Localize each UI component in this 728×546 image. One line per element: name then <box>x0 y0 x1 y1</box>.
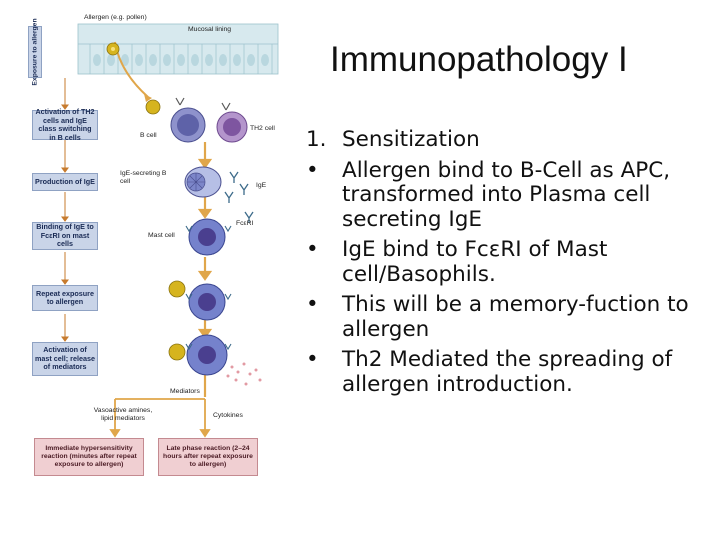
bcell-icon <box>170 107 206 143</box>
plasma-cell-icon <box>184 166 222 198</box>
bullet-marker: • <box>306 157 319 183</box>
label-allergen: Allergen (e.g. pollen) <box>84 14 147 21</box>
list-item-text: Sensitization <box>342 127 480 152</box>
label-fceri: FcεRI <box>236 220 254 227</box>
list-item-text: IgE bind to FcεRI of Mast cell/Basophils… <box>342 237 608 287</box>
label-mucosal: Mucosal lining <box>188 26 232 33</box>
label-ige: IgE <box>256 182 267 189</box>
outcome-immediate: Immediate hypersensitivity reaction (min… <box>34 438 144 476</box>
list-item: • This will be a memory-fuction to aller… <box>300 292 700 342</box>
mast-cell-repeat-icon <box>188 283 226 321</box>
step-binding-ige: Binding of IgE to FcεRI on mast cells <box>32 222 98 250</box>
diagram-graphics <box>61 23 279 438</box>
list-item-text: Th2 Mediated the spreading of allergen i… <box>342 347 673 397</box>
label-mediators: Mediators <box>170 388 200 395</box>
label-vasoactive: Vasoactive amines, lipid mediators <box>93 407 153 422</box>
step-activation-mast: Activation of mast cell; release of medi… <box>32 342 98 376</box>
allergen-repeat-icon <box>168 280 186 298</box>
list-item: • Th2 Mediated the spreading of allergen… <box>300 347 700 397</box>
label-cytokines: Cytokines <box>213 412 243 419</box>
list-item: • IgE bind to FcεRI of Mast cell/Basophi… <box>300 237 700 287</box>
list-item: 1. Sensitization <box>300 127 700 153</box>
label-bcell: B cell <box>140 132 157 139</box>
list-item: • Allergen bind to B-Cell as APC, transf… <box>300 157 700 233</box>
ige-antibodies-icon <box>224 171 254 223</box>
bullet-marker: • <box>306 292 319 317</box>
label-th2: TH2 cell <box>250 125 275 132</box>
step-production-ige: Production of IgE <box>32 173 98 191</box>
exposure-label-box: Exposure to allergen <box>28 18 42 86</box>
bullet-marker: • <box>306 237 319 262</box>
list-item-text: This will be a memory-fuction to allerge… <box>342 292 689 342</box>
list-marker: 1. <box>306 127 327 152</box>
label-ige-secreting: IgE-secreting B cell <box>120 170 167 185</box>
bullet-list: 1. Sensitization • Allergen bind to B-Ce… <box>300 127 700 403</box>
allergen-pollen-icon <box>106 42 120 56</box>
list-item-text: Allergen bind to B-Cell as APC, transfor… <box>342 157 671 232</box>
exposure-label: Exposure to allergen <box>31 18 39 86</box>
label-mast: Mast cell <box>148 232 175 239</box>
allergen-icon <box>145 99 161 115</box>
outcome-late-phase: Late phase reaction (2–24 hours after re… <box>158 438 258 476</box>
mediator-granules-icon <box>226 362 262 386</box>
th2-cell-icon <box>216 111 248 143</box>
bullet-marker: • <box>306 347 319 372</box>
slide-title: Immunopathology I <box>330 40 628 79</box>
mast-cell-icon <box>188 218 226 256</box>
step-repeat-exposure: Repeat exposure to allergen <box>32 285 98 311</box>
allergy-diagram: Exposure to allergen Activation of TH2 c… <box>20 12 282 512</box>
step-activation-th2: Activation of TH2 cells and IgE class sw… <box>32 107 98 141</box>
allergen-activate-icon <box>168 343 186 361</box>
mast-cell-activated-icon <box>186 334 228 376</box>
